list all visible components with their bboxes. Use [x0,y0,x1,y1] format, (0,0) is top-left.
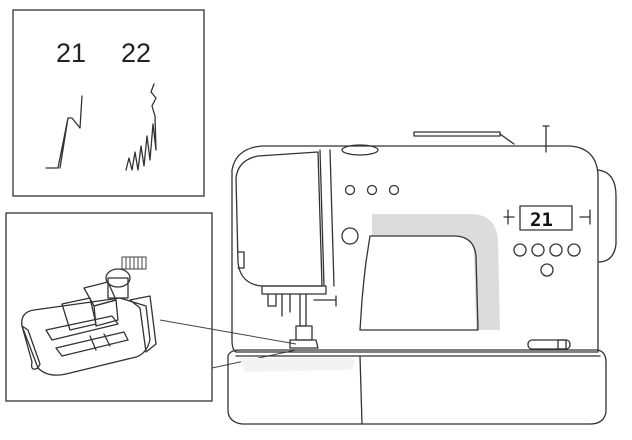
control-button-1 [513,243,527,257]
sewing-machine-icon: 21 [227,125,617,425]
serpentine-stitch-icon [125,83,157,171]
pattern-number-21: 21 [56,38,86,68]
machine-upper-body [231,145,599,353]
pattern-number-22: 22 [121,38,151,68]
control-button-5 [540,263,554,277]
control-button-3 [549,243,563,257]
control-panel: 21 [503,205,591,350]
control-button-2 [531,243,545,257]
arm-shade [372,214,500,330]
zigzag-stitch-icon [45,95,83,169]
stitch-pattern-panel: 21 22 [12,9,205,197]
lcd-display: 21 [530,209,553,231]
handwheel [597,169,617,263]
needle-assembly [261,285,337,349]
presser-foot-detail-panel [5,212,213,402]
presser-foot-icon [21,256,157,376]
control-button-4 [567,243,581,257]
machine-bed [227,349,607,425]
speed-slider [527,339,571,350]
